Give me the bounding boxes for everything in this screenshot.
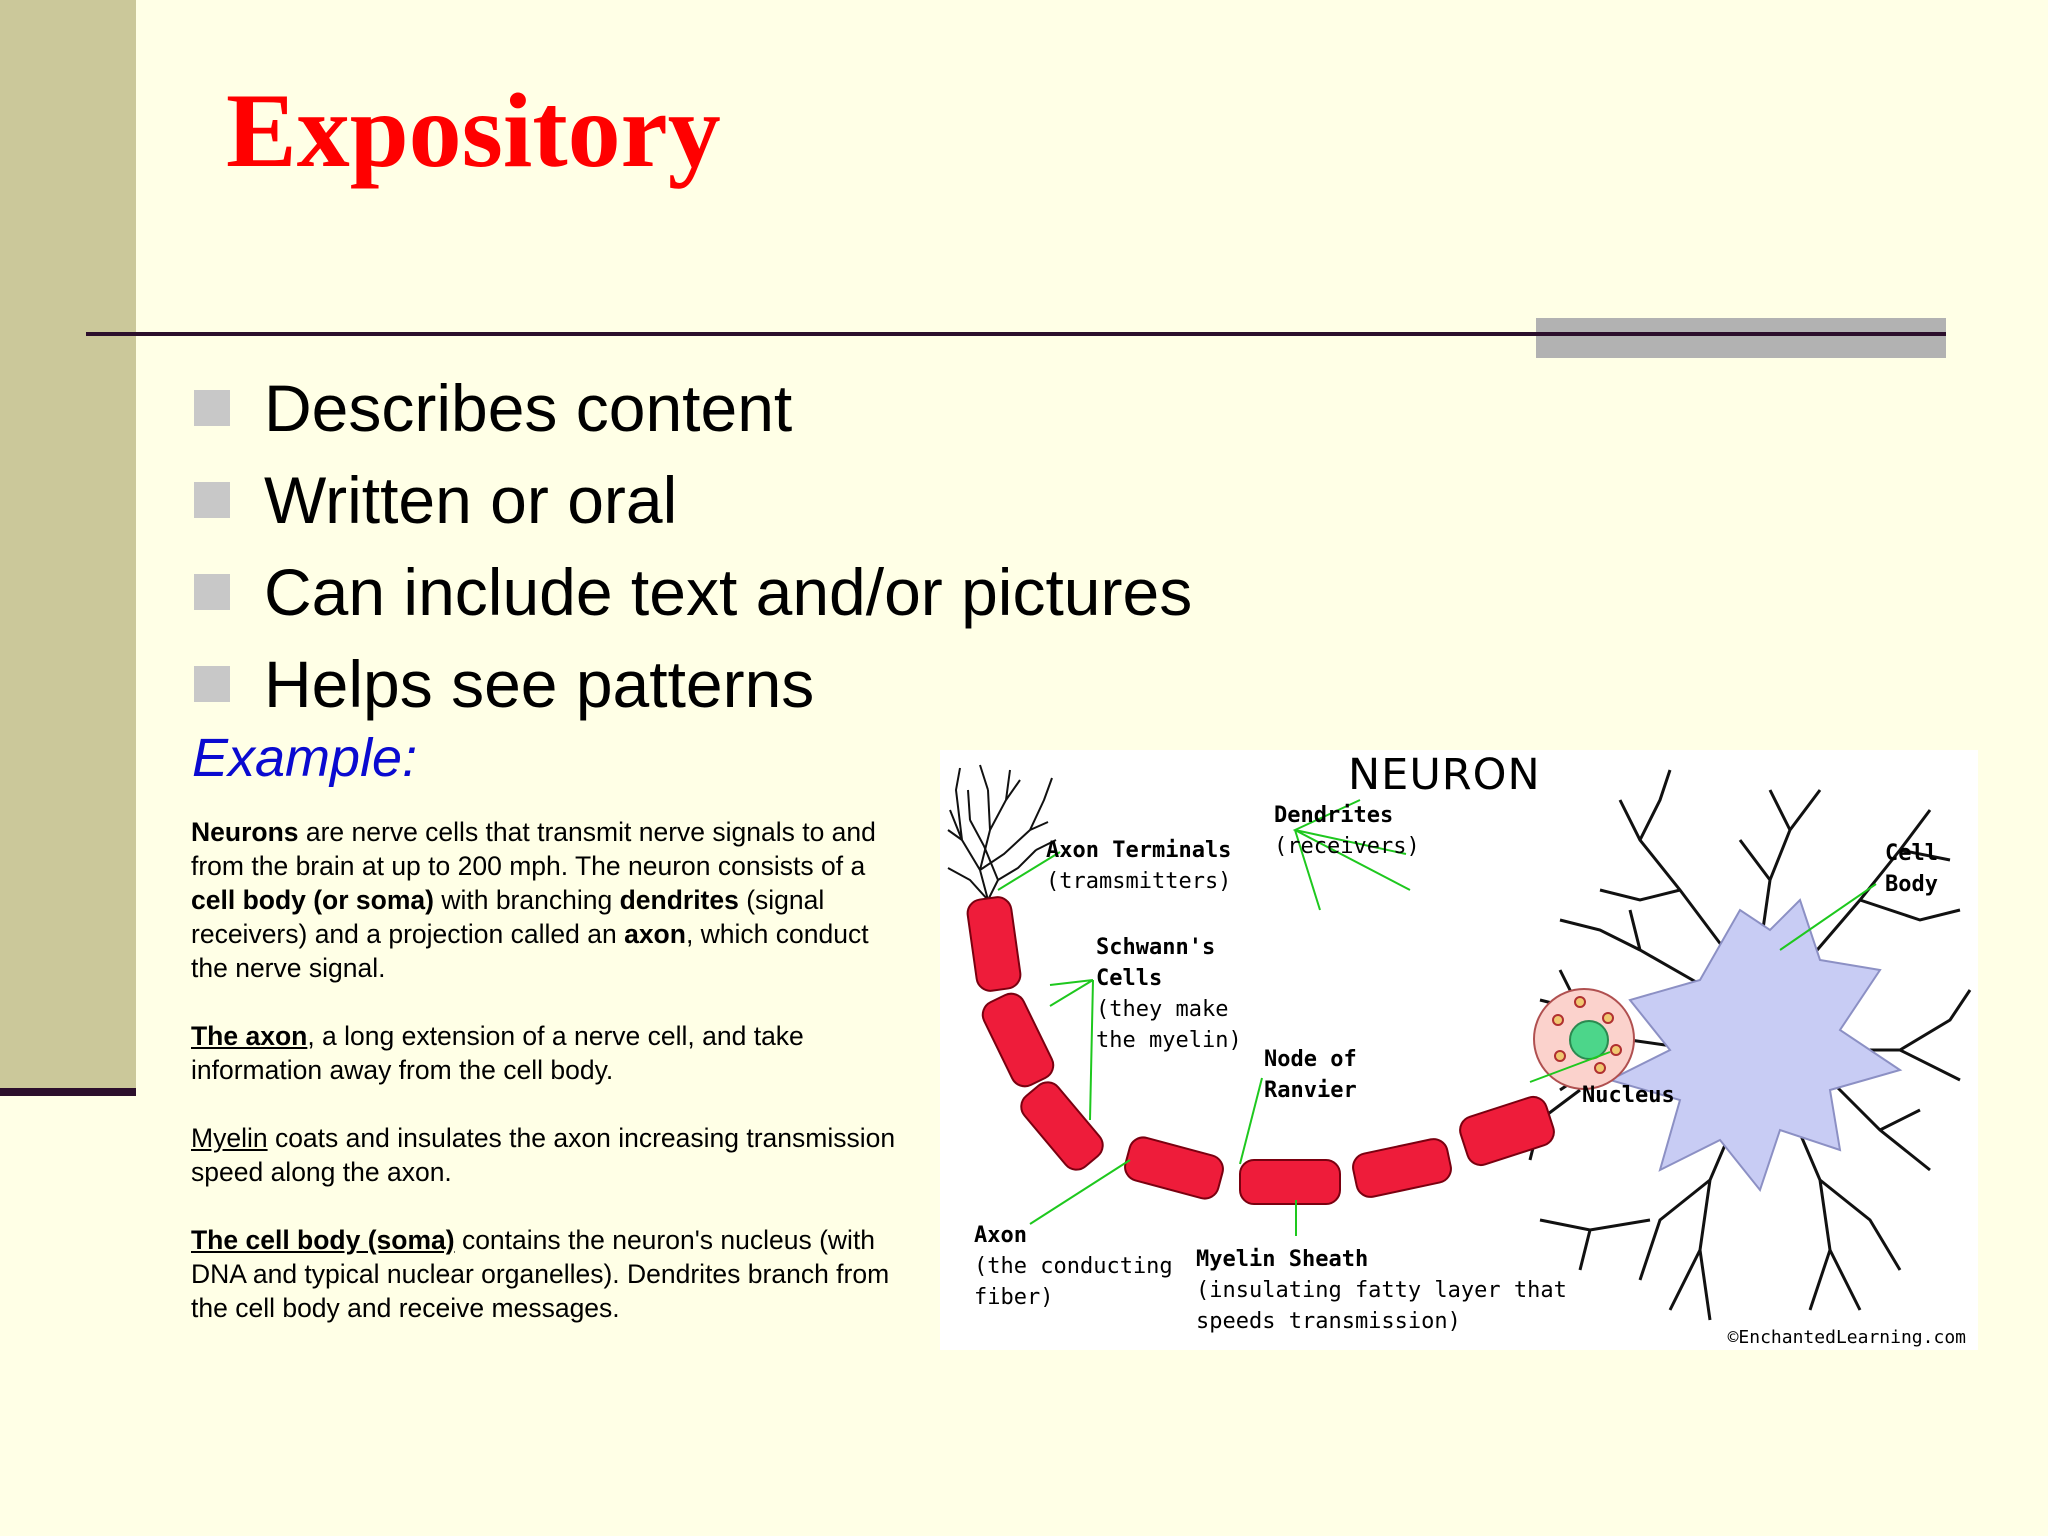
bullet-text: Can include text and/or pictures — [264, 555, 1193, 629]
myelin-sheath-segments — [966, 896, 1555, 1205]
term-myelin: Myelin — [191, 1123, 268, 1153]
text-run: with branching — [433, 885, 620, 915]
label-schwanns-cells: Schwann's Cells (they make the myelin) — [1096, 932, 1242, 1056]
bullet-item: Describes content — [194, 362, 1192, 454]
term-the-axon: The axon — [191, 1021, 308, 1051]
text-run: , a long extension of a nerve cell, and … — [191, 1021, 804, 1085]
square-bullet-icon — [194, 666, 230, 702]
label-name: Axon Terminals — [1046, 838, 1232, 863]
label-dendrites: Dendrites (receivers) — [1274, 800, 1420, 862]
label-line: Node of — [1264, 1047, 1357, 1072]
square-bullet-icon — [194, 390, 230, 426]
label-node-of-ranvier: Node of Ranvier — [1264, 1044, 1357, 1106]
bullet-text: Helps see patterns — [264, 647, 815, 721]
term-soma: The cell body (soma) — [191, 1225, 455, 1255]
label-name: Myelin Sheath — [1196, 1247, 1369, 1272]
label-name: Nucleus — [1582, 1083, 1675, 1108]
bullet-text: Written or oral — [264, 463, 678, 537]
cell-body-shape — [1607, 898, 1903, 1193]
neuron-drawing — [947, 764, 1972, 1321]
term-dendrites: dendrites — [619, 885, 739, 915]
label-myelin-sheath: Myelin Sheath (insulating fatty layer th… — [1196, 1244, 1567, 1337]
description-paragraph: Neurons are nerve cells that transmit ne… — [191, 815, 901, 985]
description-paragraph: Myelin coats and insulates the axon incr… — [191, 1121, 901, 1189]
neuron-diagram: NEURON Axon Terminals (tramsmitters) Den… — [940, 750, 1978, 1350]
neuron-title: NEURON — [1348, 750, 1541, 800]
text-run: coats and insulates the axon increasing … — [191, 1123, 896, 1187]
bullet-item: Helps see patterns — [194, 638, 1192, 730]
bullet-text: Describes content — [264, 371, 793, 445]
label-axon-terminals: Axon Terminals (tramsmitters) — [1046, 835, 1231, 897]
label-line: Cells — [1096, 966, 1163, 991]
bullet-item: Written or oral — [194, 454, 1192, 546]
label-sub: fiber) — [974, 1285, 1054, 1310]
text-run: are nerve cells that transmit nerve sign… — [191, 817, 876, 881]
title-rule — [86, 332, 1946, 336]
label-name: Dendrites — [1274, 803, 1394, 828]
label-sub: (tramsmitters) — [1046, 869, 1232, 894]
label-line: Ranvier — [1264, 1078, 1357, 1103]
term-neurons: Neurons — [191, 817, 299, 847]
side-bar-edge — [0, 1088, 136, 1096]
description-text: Neurons are nerve cells that transmit ne… — [191, 815, 901, 1359]
label-axon: Axon (the conducting fiber) — [974, 1220, 1173, 1313]
square-bullet-icon — [194, 574, 230, 610]
label-sub: speeds transmission) — [1196, 1309, 1461, 1334]
label-nucleus: Nucleus — [1582, 1080, 1675, 1111]
axon-terminal-branches — [947, 764, 1057, 901]
bullet-item: Can include text and/or pictures — [194, 546, 1192, 638]
label-line: Schwann's — [1096, 935, 1216, 960]
title-rule-accent — [1536, 318, 1946, 358]
text-run: , which conduct the nerve signal. — [191, 919, 869, 983]
description-paragraph: The cell body (soma) contains the neuron… — [191, 1223, 901, 1325]
label-sub: (they make — [1096, 997, 1229, 1022]
text-run: (signal receivers) and a projection call… — [191, 885, 825, 949]
label-line: Body — [1885, 872, 1938, 897]
leader-lines — [997, 799, 1877, 1236]
square-bullet-icon — [194, 482, 230, 518]
label-sub: the myelin) — [1096, 1028, 1242, 1053]
organelles — [1552, 996, 1622, 1074]
label-cell-body: Cell Body — [1885, 838, 1938, 900]
term-axon: axon — [624, 919, 686, 949]
description-paragraph: The axon, a long extension of a nerve ce… — [191, 1019, 901, 1087]
side-bar — [0, 0, 136, 1090]
label-name: Axon — [974, 1223, 1027, 1248]
nucleus-shape — [1569, 1020, 1609, 1060]
bullet-list: Describes content Written or oral Can in… — [194, 362, 1192, 730]
label-sub: (insulating fatty layer that — [1196, 1278, 1567, 1303]
label-sub: (receivers) — [1274, 834, 1420, 859]
term-cell-body: cell body (or soma) — [191, 885, 434, 915]
label-line: Cell — [1885, 841, 1938, 866]
slide-title: Expository — [226, 72, 721, 189]
text-run: contains the neuron's nucleus (with DNA … — [191, 1225, 890, 1323]
copyright-notice: ©EnchantedLearning.com — [1727, 1327, 1966, 1348]
example-label: Example: — [192, 728, 418, 788]
label-sub: (the conducting — [974, 1254, 1173, 1279]
